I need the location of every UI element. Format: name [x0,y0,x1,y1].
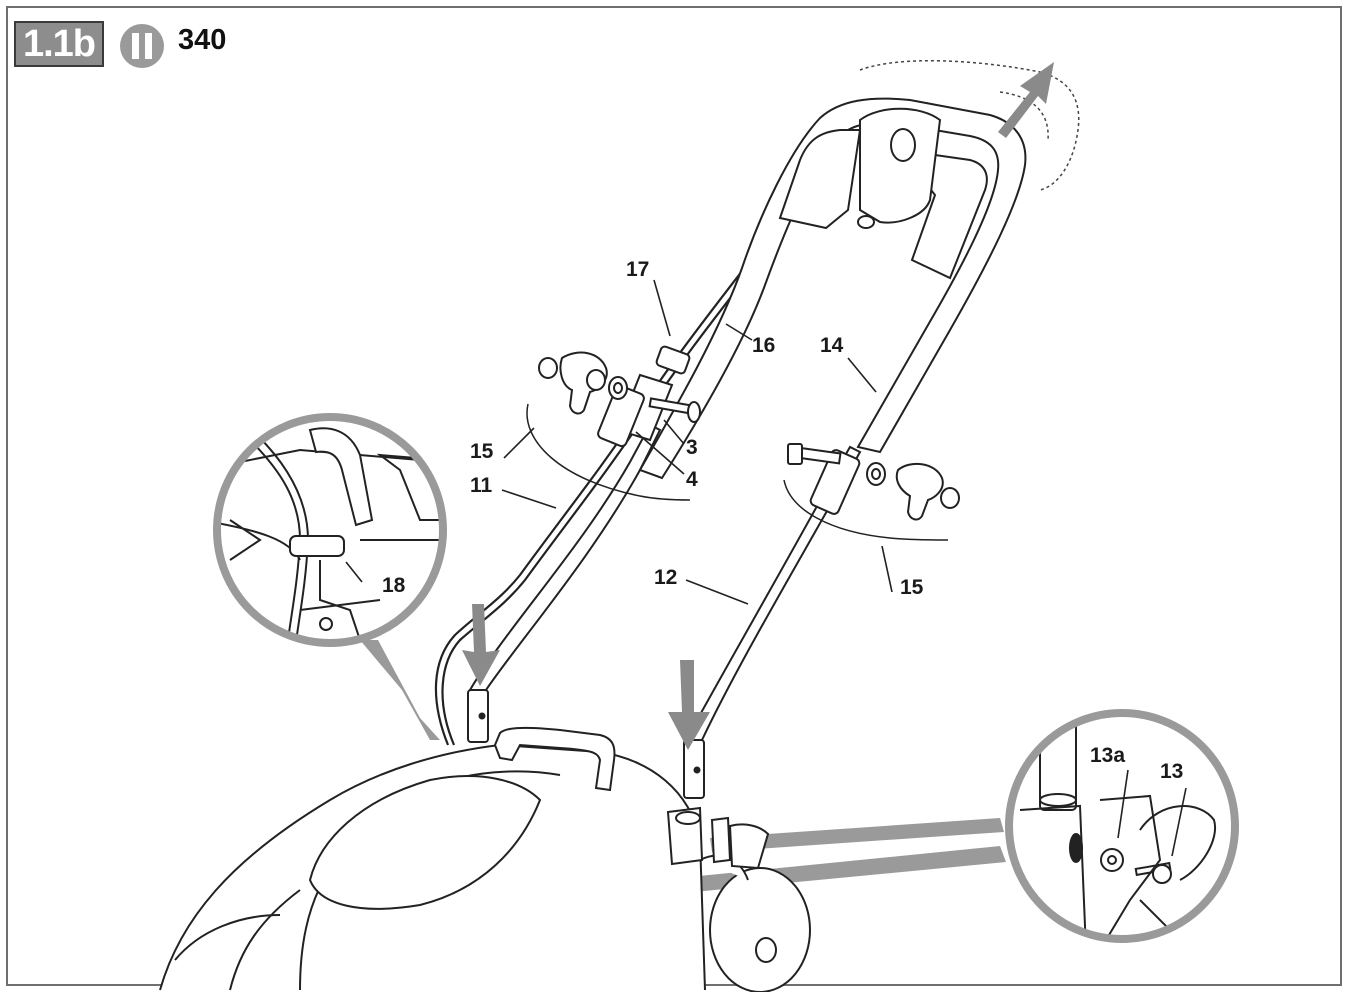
callout-18: 18 [382,574,406,597]
bracket-right [809,449,861,515]
mower-deck [159,726,706,991]
knob-right [866,462,960,521]
callout-17: 17 [626,258,649,281]
lower-handle-left-11 [467,423,662,743]
callout-4: 4 [686,468,698,491]
arrow-down-icon [462,604,710,750]
pause-symbol-icon [120,24,164,68]
rotation-arc-15-left [526,403,691,501]
lower-handle-right-12 [683,445,862,799]
callout-16: 16 [752,334,775,357]
rear-wheel [699,854,811,992]
callout-13a: 13a [1090,744,1125,767]
bolt-right [787,443,842,465]
callout-3: 3 [686,436,698,459]
upper-handle-14 [638,97,1027,480]
knob-left [538,351,628,415]
power-cable-16 [434,257,759,746]
model-number: 340 [178,24,227,56]
callout-12: 12 [654,566,677,589]
rotation-arc-15-right [783,479,949,541]
callout-14: 14 [820,334,844,357]
callout-13: 13 [1160,760,1183,783]
handle-mount-bracket [666,806,770,870]
callout-11: 11 [470,474,493,497]
zoom-detail-screw-13 [1005,709,1239,943]
cable-clip-17 [597,345,691,448]
arrow-up-icon [998,62,1054,138]
zoom-connector-left [360,640,440,740]
bolt-3-left [648,397,701,423]
callout-15-left: 15 [470,440,494,463]
callout-15-right: 15 [900,576,924,599]
section-badge: 1.1b [14,21,104,67]
handle-ghost-outline [859,59,1080,191]
zoom-detail-cable-clip [213,413,447,647]
